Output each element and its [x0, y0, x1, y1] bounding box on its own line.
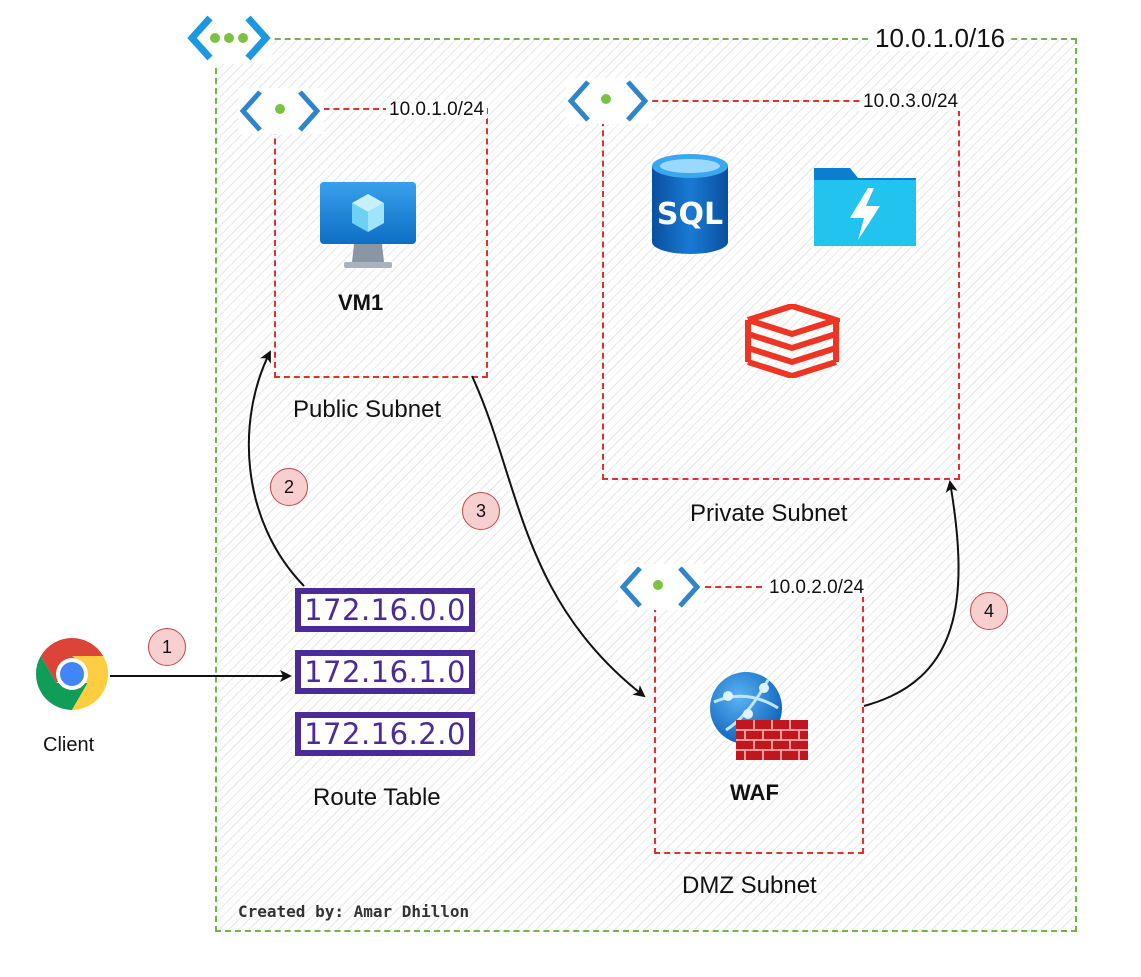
route-table-label: Route Table [313, 784, 441, 811]
databricks-icon[interactable] [744, 302, 846, 383]
private-subnet-cidr: 10.0.3.0/24 [860, 92, 962, 111]
author-credit: Created by: Amar Dhillon [238, 902, 470, 921]
step-badge-2: 2 [270, 468, 308, 506]
step-badge-4: 4 [970, 592, 1008, 630]
web-application-firewall-icon[interactable] [708, 668, 812, 769]
route-entry: 172.16.2.0 [295, 712, 475, 756]
public-subnet-name: Public Subnet [293, 396, 442, 423]
waf-label: WAF [730, 780, 779, 805]
public-subnet-cidr: 10.0.1.0/24 [386, 100, 488, 119]
private-subnet-name: Private Subnet [690, 500, 848, 527]
step-badge-3: 3 [462, 492, 500, 530]
private-subnet-icon [566, 78, 652, 129]
sql-icon-text: SQL [657, 197, 723, 232]
dmz-subnet-icon [618, 564, 704, 615]
azure-files-icon[interactable] [812, 166, 918, 253]
vnet-cidr-label: 10.0.1.0/16 [872, 25, 1009, 51]
public-subnet-icon [238, 88, 324, 139]
virtual-machine-icon[interactable] [318, 180, 418, 277]
chrome-browser-icon[interactable] [34, 636, 110, 717]
dmz-subnet-boundary [654, 586, 864, 854]
vnet-icon [186, 12, 272, 69]
step-badge-1: 1 [148, 628, 186, 666]
dmz-subnet-cidr: 10.0.2.0/24 [766, 578, 868, 597]
route-entry: 172.16.0.0 [295, 588, 475, 632]
public-subnet-boundary [274, 108, 488, 378]
vm-label: VM1 [338, 290, 384, 315]
sql-database-icon[interactable]: SQL [648, 152, 732, 261]
route-entry: 172.16.1.0 [295, 650, 475, 694]
client-label: Client [43, 734, 95, 756]
private-subnet-boundary [602, 100, 960, 480]
dmz-subnet-name: DMZ Subnet [682, 872, 817, 899]
